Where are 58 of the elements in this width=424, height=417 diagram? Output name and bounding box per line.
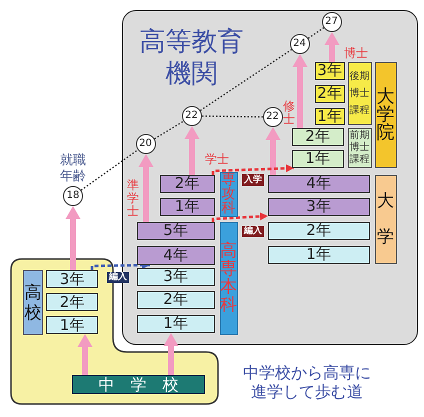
arrow: [66, 206, 80, 270]
dotted-line: [200, 48, 292, 112]
dotted-line: [308, 27, 324, 39]
vertical-bar: 高校: [23, 270, 43, 335]
year-box: 3年: [314, 62, 344, 80]
year-box: 3年: [268, 198, 370, 216]
label-tag: 入学: [242, 174, 264, 186]
year-box: 2年: [292, 128, 344, 146]
year-box: 2年: [136, 290, 214, 308]
age-circle: 27: [322, 12, 342, 32]
age-circle: 22: [262, 106, 282, 126]
year-box: 2年: [160, 174, 214, 192]
dotted-line: [202, 115, 263, 118]
year-box: 1年: [46, 316, 98, 334]
year-box: 3年: [136, 268, 214, 286]
age-circle: 24: [290, 34, 310, 54]
edge-label: 博士: [343, 46, 369, 60]
year-box: 1年: [268, 246, 370, 264]
year-box: 5年: [136, 222, 214, 240]
vertical-bar: 大学院: [374, 62, 396, 168]
arrow: [78, 334, 92, 375]
edge-label: 学士: [204, 152, 230, 166]
edge-label: 修士: [282, 99, 296, 127]
age-circle: 18: [63, 186, 83, 206]
year-box: 2年: [268, 222, 370, 240]
vertical-bar: 大学: [374, 174, 396, 264]
year-box: 2年: [46, 293, 98, 311]
year-box: 3年: [46, 270, 98, 288]
dashed-arrow: [212, 212, 268, 222]
age-circle: 22: [182, 106, 202, 126]
horizontal-bar: 中学校: [72, 375, 205, 394]
dotted-line: [154, 120, 184, 140]
dotted-line: [80, 149, 138, 191]
year-box: 1年: [136, 314, 214, 332]
label-tag: 編入: [242, 226, 264, 237]
vertical-bar: 専攻科: [220, 172, 238, 216]
edge-label: 準学士: [126, 178, 140, 218]
arrow: [138, 154, 154, 222]
dashed-arrow: [212, 164, 294, 175]
vertical-bar: 高専本科: [220, 222, 238, 334]
arrow: [184, 126, 200, 175]
label-tag: 編入: [107, 272, 129, 283]
arrow: [164, 333, 178, 375]
year-box: 1年: [160, 198, 214, 216]
arrow: [324, 32, 340, 62]
year-box: 1年: [314, 108, 344, 124]
arrow: [266, 127, 280, 175]
course-label: 後期博士課程: [348, 62, 372, 124]
year-box: 1年: [292, 150, 344, 168]
year-box: 4年: [136, 246, 214, 264]
caption: 中学校から高専に進学して歩む道: [242, 362, 372, 402]
year-box: 4年: [268, 174, 370, 192]
year-box: 2年: [314, 84, 344, 102]
region-title: 高等教育機関: [138, 26, 244, 90]
course-label: 前期博士課程: [348, 128, 372, 168]
side-label: 就職年齢: [59, 152, 87, 186]
age-circle: 20: [136, 134, 156, 154]
dashed-arrow: [90, 261, 150, 270]
